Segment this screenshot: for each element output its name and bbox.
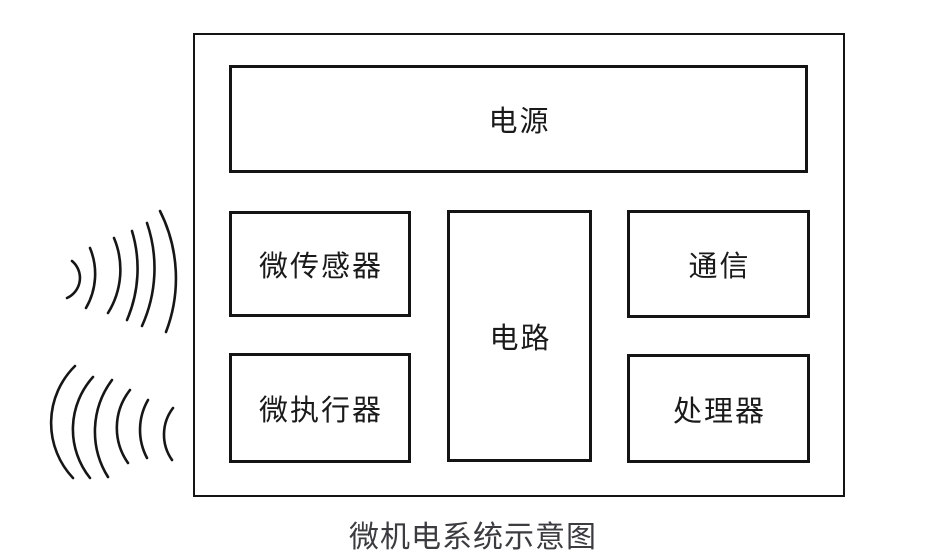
incoming-signal-waves-icon [65,209,178,334]
figure-caption: 微机电系统示意图 [349,521,597,554]
block-processor: 处理器 [627,354,810,463]
block-micro-actuator: 微执行器 [229,353,411,463]
block-communication: 通信 [627,210,810,318]
block-communication-label: 通信 [688,251,751,283]
outgoing-signal-waves-icon [49,364,175,480]
block-micro-sensor-label: 微传感器 [258,251,383,283]
block-power-label: 电源 [488,106,551,138]
block-micro-actuator-label: 微执行器 [258,395,383,427]
block-circuit-label: 电路 [489,323,552,355]
block-processor-label: 处理器 [672,395,766,428]
block-power: 电源 [229,65,808,173]
block-circuit: 电路 [447,210,592,462]
block-micro-sensor: 微传感器 [229,211,411,317]
